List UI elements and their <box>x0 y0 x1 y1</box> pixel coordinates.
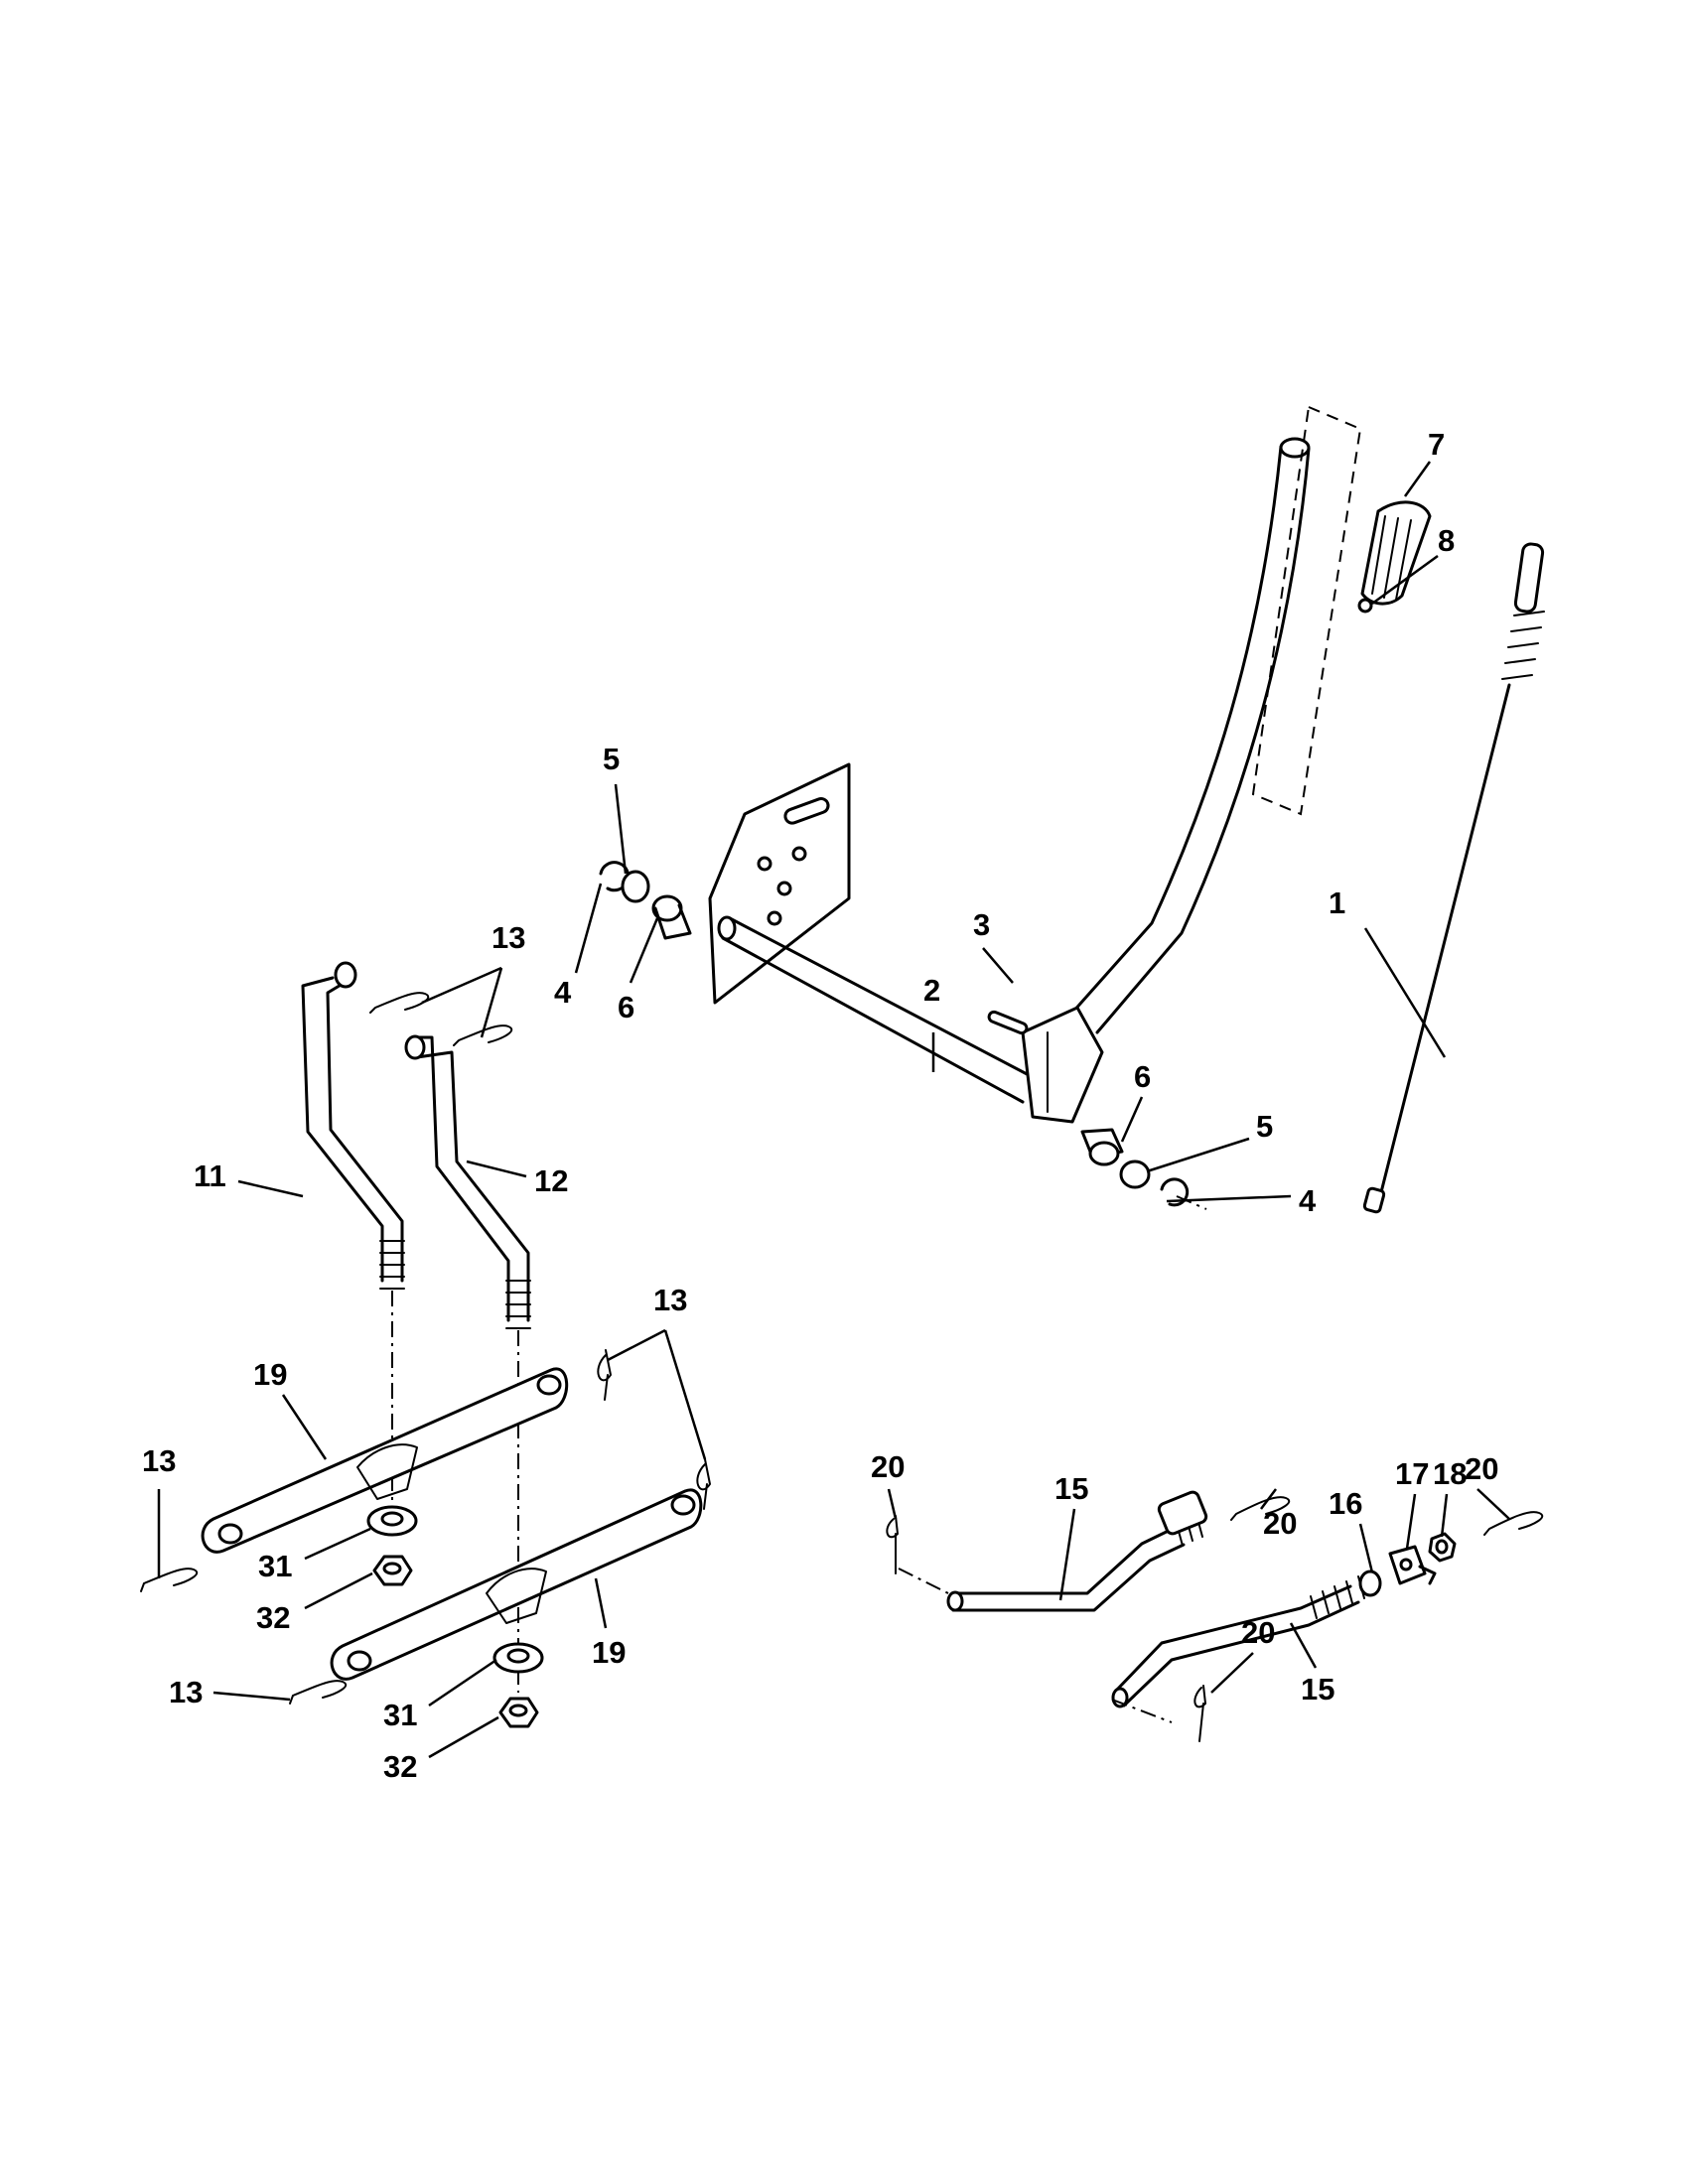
callout-2: 2 <box>923 973 940 1008</box>
lift-shaft <box>717 915 1104 1124</box>
lift-arm-19-lower <box>330 1488 703 1681</box>
lift-link-11 <box>301 961 405 1290</box>
callout-6-left: 6 <box>618 990 634 1024</box>
hairpin-clip-13-e <box>140 1568 199 1592</box>
hairpin-clip-20-d <box>1193 1685 1206 1742</box>
adjustment-rod-15-upper <box>946 1490 1208 1612</box>
handle-grip <box>1360 500 1432 606</box>
callout-13-mid: 13 <box>653 1283 687 1317</box>
callout-5-right: 5 <box>1256 1109 1273 1144</box>
adjustment-rod-15-lower <box>1111 1575 1365 1708</box>
spring-rod <box>1362 542 1545 1214</box>
callout-6-right: 6 <box>1134 1059 1151 1094</box>
callout-8: 8 <box>1438 523 1455 558</box>
callout-4-left: 4 <box>554 975 572 1010</box>
hairpin-clip-13-c <box>597 1349 612 1401</box>
bushing-right <box>1080 1128 1124 1166</box>
callout-labels: 1 2 3 4 4 5 5 6 6 7 8 11 12 13 13 13 13 … <box>142 427 1498 1784</box>
mounting-plate <box>708 762 851 1005</box>
callout-20-mid: 20 <box>1263 1506 1297 1541</box>
spacer-31-upper <box>366 1505 418 1537</box>
spacer-31-lower <box>492 1642 544 1674</box>
hairpin-clip-20-b <box>1230 1496 1291 1521</box>
callout-20-left: 20 <box>871 1449 905 1484</box>
callout-15-upper: 15 <box>1054 1471 1088 1506</box>
callout-31-lower: 31 <box>383 1698 417 1732</box>
e-ring-right <box>1160 1177 1190 1207</box>
callout-13-left: 13 <box>142 1443 176 1478</box>
roll-pin <box>987 1010 1029 1035</box>
callout-32-lower: 32 <box>383 1749 417 1784</box>
callout-12: 12 <box>534 1163 568 1198</box>
callout-32-upper: 32 <box>256 1600 290 1635</box>
hairpin-clip-20-a <box>886 1515 899 1574</box>
handle-grip-outline <box>1251 405 1362 816</box>
callout-20-right: 20 <box>1465 1451 1498 1486</box>
lift-handle <box>1070 437 1311 1034</box>
callout-31-upper: 31 <box>258 1549 292 1583</box>
callout-11: 11 <box>194 1159 226 1193</box>
nut-32-upper <box>372 1555 413 1586</box>
hairpin-clip-20-c <box>1483 1511 1544 1536</box>
bushing-left <box>651 894 692 940</box>
hairpin-clip-13-d <box>696 1458 711 1510</box>
trunnion-17 <box>1388 1545 1437 1585</box>
callout-19-lower: 19 <box>592 1635 626 1670</box>
hairpin-clip-13-b <box>453 1024 513 1046</box>
callout-17: 17 <box>1395 1456 1429 1491</box>
hairpin-clip-13-f <box>289 1680 348 1705</box>
washer-16 <box>1358 1570 1382 1597</box>
hairpin-clip-13-a <box>369 992 430 1014</box>
callout-16: 16 <box>1329 1486 1362 1521</box>
lift-link-12 <box>404 1034 531 1329</box>
callout-1: 1 <box>1329 886 1345 920</box>
callout-4-right: 4 <box>1299 1183 1317 1218</box>
callout-20-bottom: 20 <box>1241 1615 1275 1650</box>
washer-left <box>621 870 650 903</box>
callout-15-lower: 15 <box>1301 1672 1334 1706</box>
nut-32-lower <box>498 1697 539 1728</box>
lift-arm-19-upper <box>201 1367 569 1554</box>
callout-3: 3 <box>973 907 990 942</box>
callout-5-left: 5 <box>603 742 620 776</box>
e-ring-left <box>599 861 631 892</box>
washer-right <box>1119 1160 1151 1189</box>
callout-7: 7 <box>1428 427 1445 462</box>
grip-plug <box>1357 598 1373 614</box>
callout-18: 18 <box>1433 1456 1467 1491</box>
nut-18 <box>1428 1532 1457 1563</box>
callout-19-upper: 19 <box>253 1357 287 1392</box>
leader-lines <box>157 461 1510 1759</box>
callout-13-bottom: 13 <box>169 1675 203 1709</box>
callout-13-top: 13 <box>491 920 525 955</box>
